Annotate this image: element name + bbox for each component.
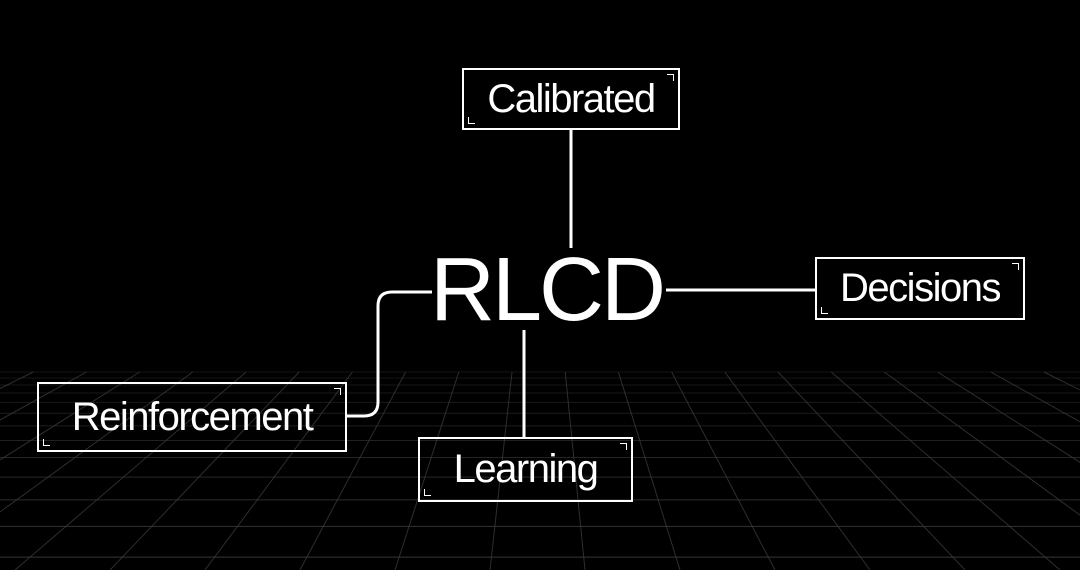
grid-line-vertical <box>14 371 247 570</box>
grid-line-vertical <box>884 371 1080 516</box>
corner-bracket <box>43 439 50 446</box>
corner-bracket <box>821 307 828 314</box>
node-reinforcement: Reinforcement <box>37 382 347 452</box>
connector-reinforcement <box>347 290 432 418</box>
corner-bracket <box>424 489 431 496</box>
center-title: RLCD <box>429 240 666 340</box>
grid-line-vertical <box>990 371 1080 423</box>
grid-line-vertical <box>394 371 460 570</box>
node-decisions: Decisions <box>815 257 1025 320</box>
node-decisions-label: Decisions <box>840 266 1001 310</box>
corner-bracket <box>468 117 475 124</box>
grid-line-vertical <box>204 371 353 570</box>
grid-line-vertical <box>564 371 586 570</box>
grid-line-vertical <box>0 371 87 421</box>
corner-bracket <box>667 74 674 81</box>
corner-bracket <box>620 443 627 450</box>
node-learning: Learning <box>418 437 633 502</box>
grid-line-vertical <box>0 371 140 461</box>
node-reinforcement-label: Reinforcement <box>71 394 314 439</box>
node-calibrated: Calibrated <box>462 68 680 130</box>
grid-line-vertical <box>830 371 1061 570</box>
node-calibrated-label: Calibrated <box>487 76 656 121</box>
node-learning-label: Learning <box>453 447 599 491</box>
grid-line-vertical <box>777 371 966 570</box>
grid-line-vertical <box>109 371 300 570</box>
grid-line-vertical <box>937 371 1080 463</box>
grid-line-vertical <box>0 371 194 513</box>
corner-bracket <box>334 388 341 395</box>
corner-bracket <box>1012 263 1019 270</box>
grid-line-vertical <box>489 371 513 570</box>
grid-line-vertical <box>724 371 871 570</box>
grid-line-vertical <box>671 371 776 570</box>
grid-line-vertical <box>299 371 407 570</box>
grid-line-vertical <box>617 371 681 570</box>
